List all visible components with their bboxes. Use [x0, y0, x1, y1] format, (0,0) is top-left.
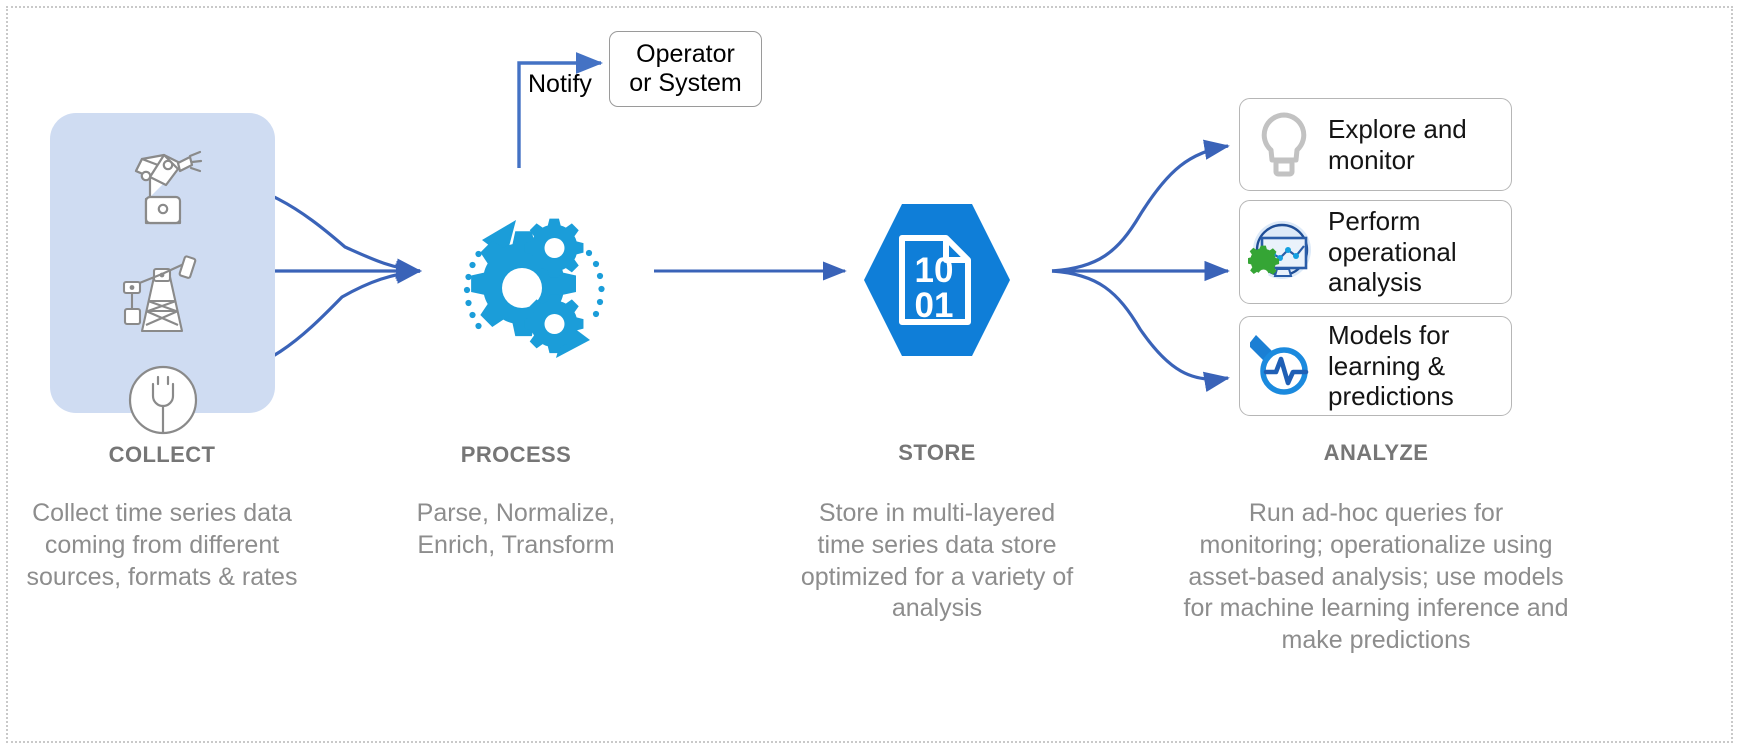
- analyze-card-label: Explore and monitor: [1328, 114, 1511, 175]
- store-desc-line-3: optimized for a variety of: [800, 562, 1074, 591]
- magnifier-pulse-icon: [1240, 331, 1328, 401]
- collect-sources-panel: [50, 113, 275, 435]
- stage-desc-analyze: Run ad-hoc queries for monitoring; opera…: [1141, 498, 1611, 657]
- collect-desc-line-3: sources, formats & rates: [26, 562, 298, 591]
- analyze-desc-line-1: Run ad-hoc queries for: [1248, 499, 1504, 527]
- operator-line-2: or System: [629, 69, 742, 97]
- stage-title-analyze: ANALYZE: [1323, 440, 1429, 465]
- analyze-desc-line-5: make predictions: [1281, 626, 1471, 654]
- robot-arm-icon: [120, 141, 206, 236]
- analyze-desc-line-3: asset-based analysis; use models: [1188, 562, 1564, 591]
- gears-icon: [448, 196, 626, 371]
- models-line-2: learning &: [1328, 350, 1446, 381]
- lightbulb-icon: [1240, 109, 1328, 181]
- stage-desc-collect: Collect time series data coming from dif…: [0, 498, 332, 593]
- stage-title-collect: COLLECT: [108, 442, 216, 467]
- analyze-desc-line-4: for machine learning inference and: [1183, 594, 1569, 623]
- perform-line-3: analysis: [1328, 267, 1422, 298]
- chart-monitor-gear-icon: [1240, 216, 1328, 288]
- operator-or-system-box[interactable]: Operator or System: [609, 31, 762, 107]
- models-line-3: predictions: [1328, 381, 1454, 412]
- analyze-card-explore-and-monitor[interactable]: Explore and monitor: [1239, 98, 1512, 191]
- store-desc-line-4: analysis: [891, 594, 983, 623]
- notify-label: Notify: [528, 70, 592, 98]
- stage-title-process: PROCESS: [460, 442, 572, 467]
- models-line-1: Models for: [1328, 320, 1450, 351]
- store-desc-line-2: time series data store: [817, 530, 1057, 559]
- stage-desc-process: Parse, Normalize, Enrich, Transform: [351, 498, 681, 562]
- binary-bottom: 01: [915, 286, 954, 325]
- collect-desc-line-1: Collect time series data: [32, 499, 292, 527]
- binary-top: 10: [915, 251, 954, 290]
- analyze-card-perform-operational-analysis[interactable]: Perform operational analysis: [1239, 200, 1512, 304]
- store-desc-line-1: Store in multi-layered: [818, 499, 1056, 527]
- stage-title-store: STORE: [898, 440, 976, 465]
- analyze-card-models-for-learning-and-predictions[interactable]: Models for learning & predictions: [1239, 316, 1512, 416]
- perform-line-2: operational: [1328, 236, 1457, 267]
- operator-line-1: Operator: [636, 39, 735, 68]
- process-desc-line-2: Enrich, Transform: [417, 530, 615, 559]
- stage-desc-store: Store in multi-layered time series data …: [757, 498, 1117, 625]
- analyze-card-label: Models for learning & predictions: [1328, 320, 1511, 411]
- analyze-card-label: Perform operational analysis: [1328, 206, 1511, 297]
- explore-line-1: Explore and: [1328, 114, 1467, 145]
- analyze-desc-line-2: monitoring; operationalize using: [1199, 530, 1553, 559]
- collect-desc-line-2: coming from different: [44, 530, 280, 559]
- power-plug-icon: [120, 358, 206, 449]
- process-desc-line-1: Parse, Normalize,: [416, 499, 616, 527]
- perform-line-1: Perform: [1328, 206, 1421, 237]
- oil-derrick-icon: [120, 255, 206, 344]
- binary-document-hexagon-icon: 10 01: [862, 200, 1012, 360]
- explore-line-2: monitor: [1328, 144, 1415, 175]
